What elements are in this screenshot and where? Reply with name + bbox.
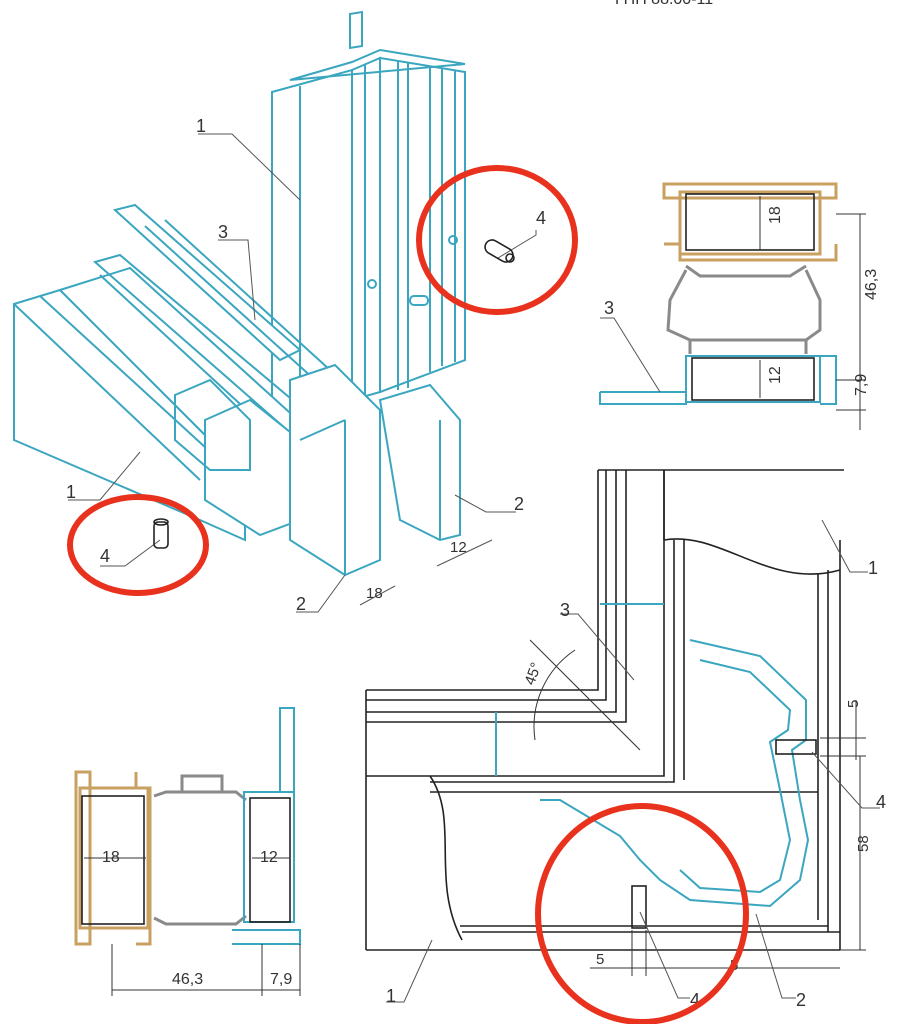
section-tr-label-3: 3: [604, 298, 614, 318]
corner-label-1-bottom: 1: [386, 986, 396, 1006]
label-3: 3: [218, 222, 228, 242]
corner-label-4-right: 4: [876, 792, 886, 812]
section-bottom-left: 18 12 46,3 7,9: [74, 707, 301, 996]
section-bl-dim-offset: 7,9: [270, 971, 292, 988]
dim-12: 12: [450, 539, 467, 556]
section-bl-dim-12: 12: [260, 849, 278, 866]
highlight-dowel-right: [416, 165, 578, 315]
corner-label-2: 2: [796, 990, 806, 1010]
section-tr-dim-18: 18: [767, 206, 784, 224]
dim-18: 18: [366, 585, 383, 602]
label-2-a: 2: [514, 494, 524, 514]
section-tr-dim-total: 46,3: [863, 269, 880, 300]
dowel-pin-left: [153, 518, 169, 549]
corner-label-1-top: 1: [868, 558, 878, 578]
corner-dim-5-a: 5: [596, 951, 604, 968]
dowel-pin-right: [484, 239, 515, 263]
section-top-right: 3 18 12 46,3 7,9: [599, 182, 880, 430]
label-4-left: 4: [100, 546, 110, 566]
exploded-view: 1 3 1 4 4 2 2 18 12: [13, 10, 578, 614]
dowel-pin-corner-right: [775, 739, 817, 755]
cut-faces: [174, 363, 461, 577]
corner-view: 1 3 4 1 4 2 45° 5 58 5 5: [365, 469, 886, 1025]
dowel-pin-corner-bottom: [631, 885, 647, 929]
label-2-b: 2: [296, 594, 306, 614]
corner-dim-5-right: 5: [845, 700, 862, 708]
section-tr-dim-12: 12: [767, 366, 784, 384]
vertical-profile: [271, 10, 466, 422]
label-4-right: 4: [536, 208, 546, 228]
corner-dim-58: 58: [855, 835, 872, 852]
label-1-left: 1: [66, 482, 76, 502]
highlight-dowel-corner: [535, 803, 749, 1025]
section-bl-dim-18: 18: [102, 849, 120, 866]
label-1-top: 1: [196, 116, 206, 136]
corner-label-3: 3: [560, 600, 570, 620]
corner-label-4-bottom: 4: [690, 990, 700, 1010]
header-fragment: ГНП 88.00-11: [615, 0, 713, 8]
section-tr-dim-offset: 7,9: [853, 374, 870, 396]
highlight-dowel-left: [67, 494, 209, 596]
corner-dim-angle: 45°: [521, 660, 545, 687]
section-bl-dim-total: 46,3: [172, 971, 203, 988]
